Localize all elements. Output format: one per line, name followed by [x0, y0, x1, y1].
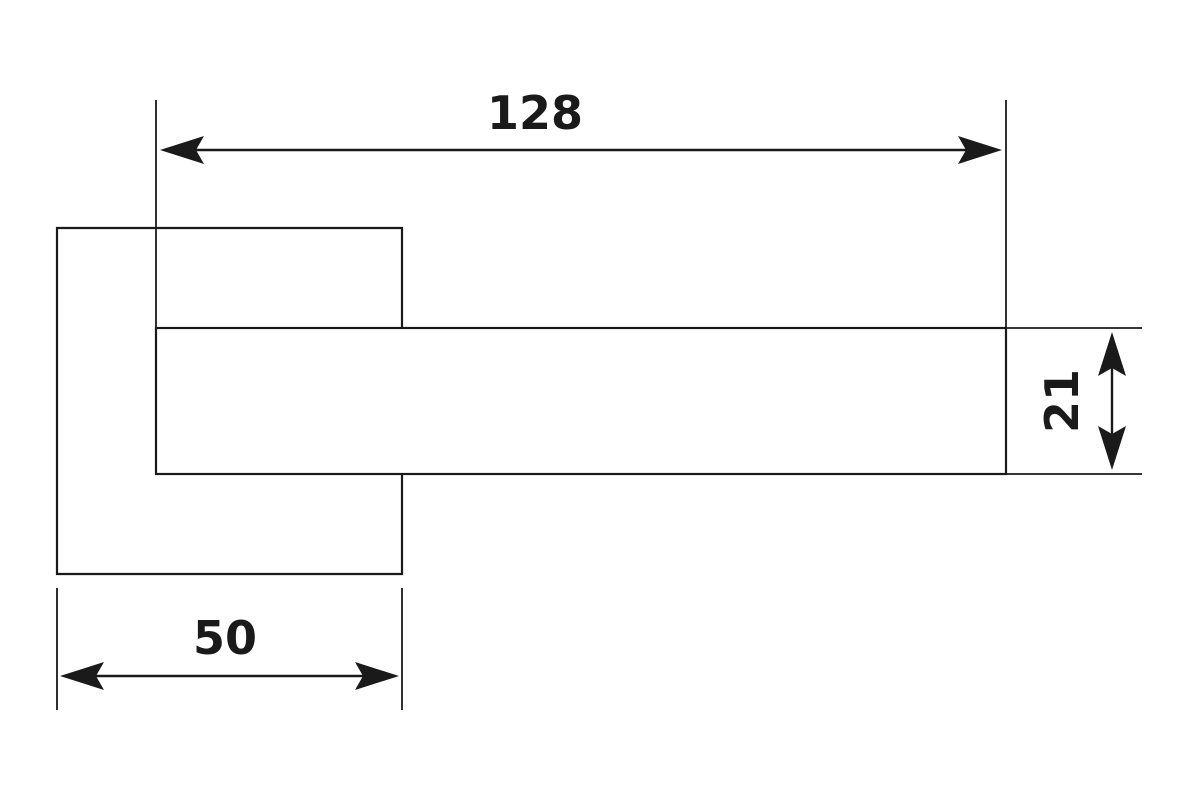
arrow-bottom-21	[1098, 426, 1126, 470]
rose-plate-outline	[55, 226, 404, 576]
dimension-label-21: 21	[1035, 369, 1089, 433]
arrow-top-21	[1098, 332, 1126, 376]
arrow-right-50	[355, 662, 399, 690]
lever-bar-outline	[154, 326, 1008, 476]
dimension-label-50: 50	[193, 611, 257, 665]
dimension-label-128: 128	[487, 86, 583, 140]
arrow-left-128	[160, 136, 204, 164]
arrow-right-128	[958, 136, 1002, 164]
arrow-left-50	[60, 662, 104, 690]
